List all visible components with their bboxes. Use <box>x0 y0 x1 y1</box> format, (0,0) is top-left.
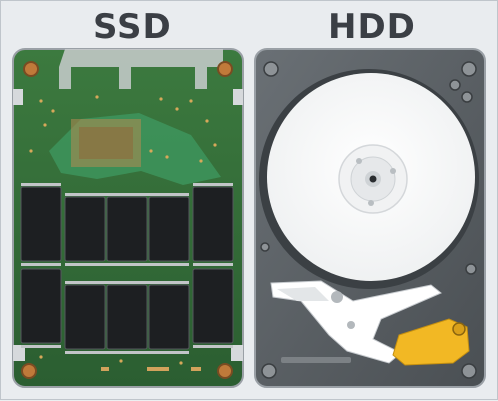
ssd-components <box>29 95 231 365</box>
memory-chip <box>148 196 190 262</box>
hdd-actuator-arm <box>270 280 442 364</box>
memory-chip <box>20 268 62 344</box>
memory-chip <box>148 284 190 350</box>
ssd-title: SSD <box>93 7 172 47</box>
ssd-controller-area <box>49 113 221 185</box>
ssd-top-bracket <box>59 49 223 89</box>
hdd-screws <box>260 61 477 379</box>
memory-chip <box>106 284 148 350</box>
hdd-drive <box>254 48 486 388</box>
hdd-spindle <box>338 144 408 214</box>
memory-chip <box>64 284 106 350</box>
hdd-title: HDD <box>328 7 416 47</box>
hdd-voice-coil <box>392 318 470 366</box>
ssd-memory-chips <box>20 186 234 350</box>
ssd-mount-holes <box>21 61 233 379</box>
memory-chip <box>192 186 234 262</box>
memory-chip <box>106 196 148 262</box>
memory-chip <box>64 196 106 262</box>
memory-chip <box>192 268 234 344</box>
memory-chip <box>20 186 62 262</box>
ssd-drive <box>12 48 244 388</box>
